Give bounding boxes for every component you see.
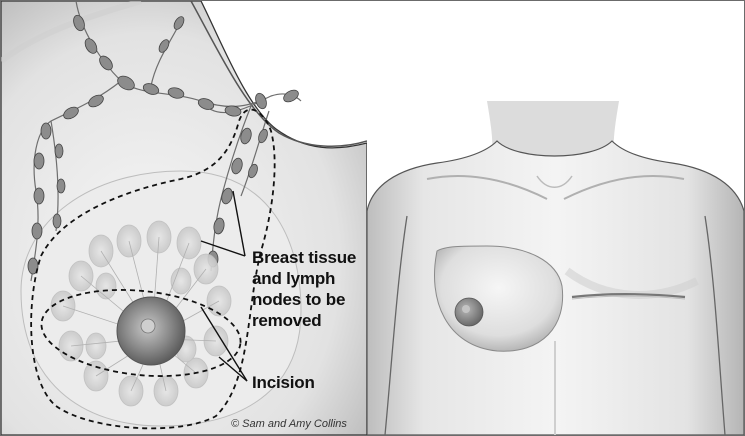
breast-tissue-label-line-2: and lymph xyxy=(252,268,367,289)
left-panel-before-surgery: Breast tissue and lymph nodes to be remo… xyxy=(1,1,367,435)
breast-tissue-label-line-1: Breast tissue xyxy=(252,247,367,268)
breast-tissue-label: Breast tissue and lymph nodes to be remo… xyxy=(252,247,367,331)
remaining-areola xyxy=(455,298,483,326)
incision-label: Incision xyxy=(252,372,315,393)
breast-side-view-illustration xyxy=(1,1,367,435)
breast-tissue-label-line-4: removed xyxy=(252,310,367,331)
right-panel-after-surgery xyxy=(367,1,744,435)
copyright-credit: © Sam and Amy Collins xyxy=(231,418,347,430)
breast-tissue-label-line-3: nodes to be xyxy=(252,289,367,310)
nipple xyxy=(141,319,155,333)
torso-front-view-illustration xyxy=(367,1,744,435)
remaining-nipple xyxy=(462,305,470,313)
